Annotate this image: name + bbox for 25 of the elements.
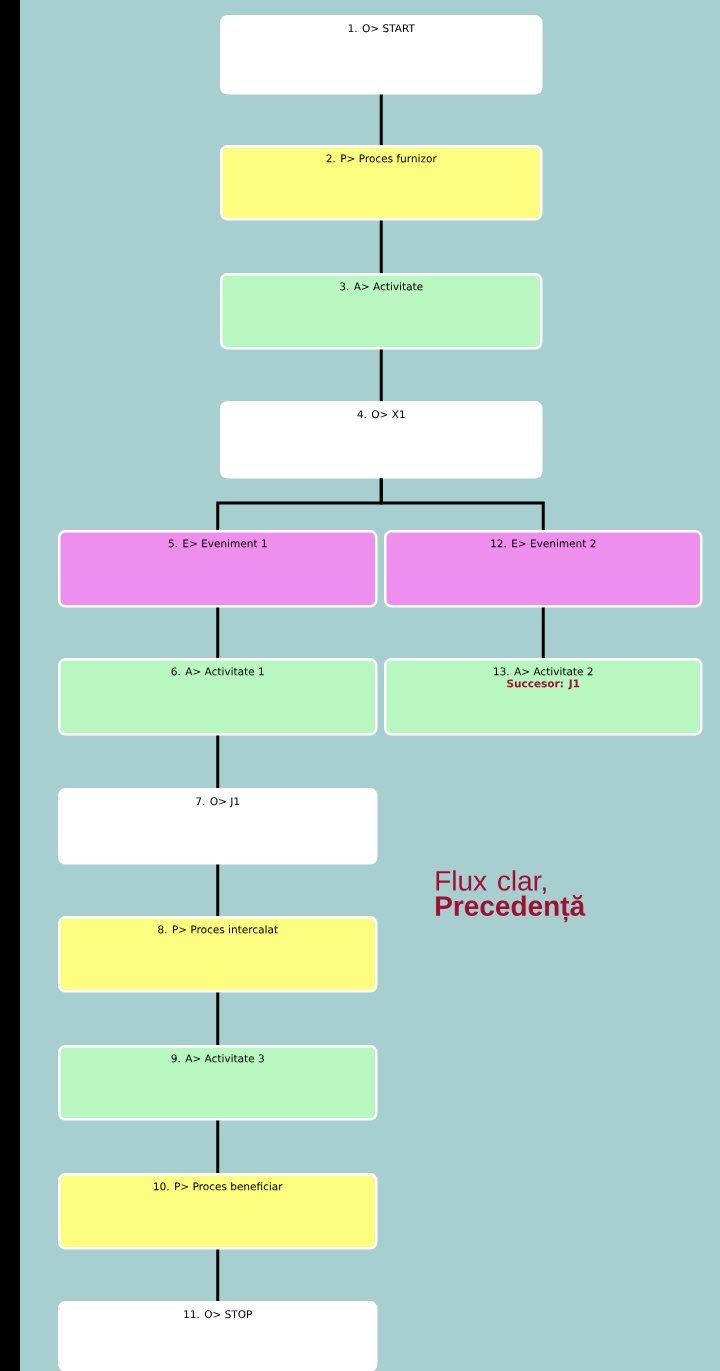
connector-line: [216, 1120, 220, 1173]
connector-line: [216, 1249, 220, 1301]
process-box: 7. O> J1: [58, 788, 378, 865]
process-box: 11. O> STOP: [58, 1301, 378, 1371]
process-box: 9. A> Activitate 3: [58, 1045, 378, 1121]
connector-line: [379, 478, 545, 530]
process-box: 4. O> X1: [220, 401, 543, 479]
process-box: 10. P> Proces beneficiar: [58, 1173, 378, 1250]
process-box: 2. P> Proces furnizor: [220, 145, 543, 221]
connector-line: [216, 864, 220, 916]
connector-line: [216, 607, 220, 658]
connector-line: [379, 94, 383, 145]
connector-line: [541, 607, 545, 658]
process-box: 12. E> Eveniment 2: [384, 530, 703, 608]
connector-line: [379, 220, 383, 273]
connector-line: [379, 349, 383, 401]
process-box: 3. A> Activitate: [220, 273, 543, 350]
process-box: 5. E> Eveniment 1: [58, 530, 378, 608]
note-text: Flux clar, Precedență: [436, 870, 586, 923]
process-box: 6. A> Activitate 1: [58, 658, 378, 736]
process-box: 13. A> Activitate 2 Succesor: J1: [384, 658, 703, 736]
process-box: 1. O> START: [220, 15, 543, 95]
connector-line: [216, 992, 220, 1045]
connector-line: [216, 735, 220, 788]
process-box: 8. P> Proces intercalat: [58, 916, 378, 993]
